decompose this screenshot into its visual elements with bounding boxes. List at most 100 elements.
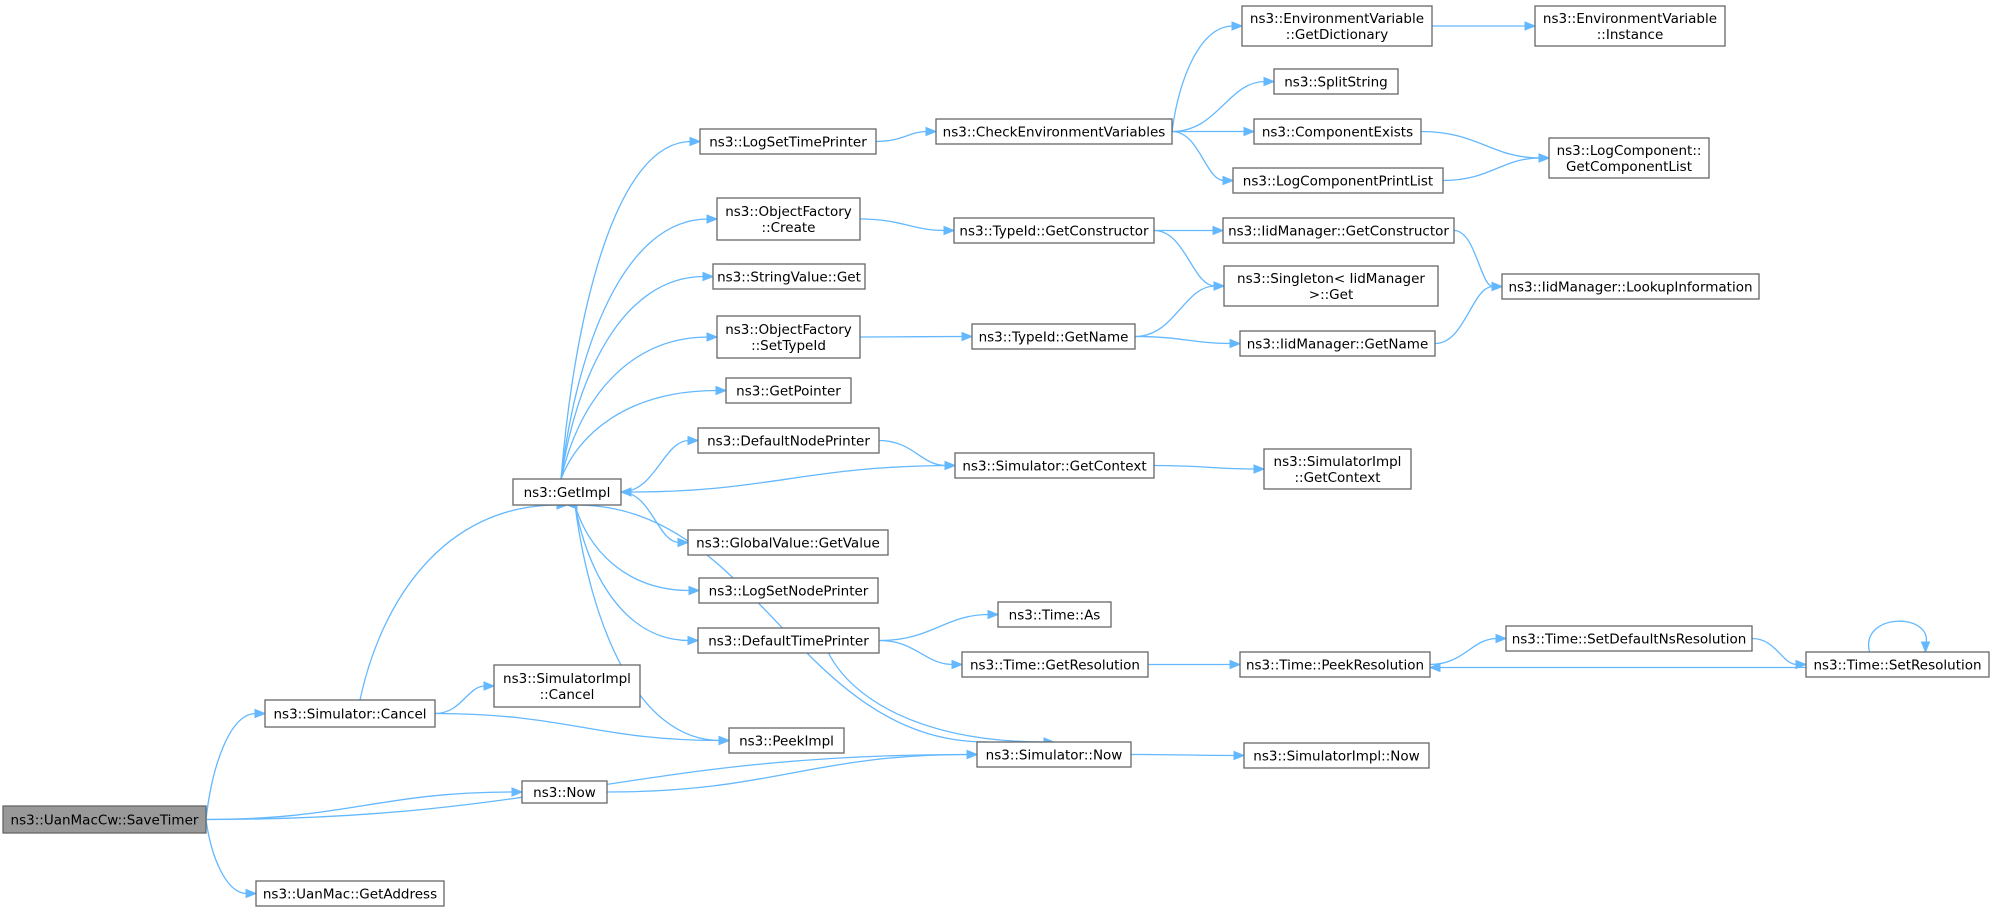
edge-arrowhead <box>1495 633 1508 644</box>
edge-time_getresolution-to-time_peekresolution <box>1148 659 1242 670</box>
edge-typeid_getconstructor-to-iid_getconstructor <box>1154 225 1225 236</box>
node-box <box>697 627 880 654</box>
edge-logsettimeprinter-to-checkenv <box>875 126 938 143</box>
edge-arrowhead <box>951 659 964 670</box>
node-box <box>712 263 866 290</box>
node-of-create[interactable]: ns3::ObjectFactory::Create <box>716 197 861 241</box>
node-logcomponentprintlist[interactable]: ns3::LogComponentPrintList <box>1232 167 1444 194</box>
edge-time_setdefaultnsres-to-time_setresolution <box>1751 637 1808 670</box>
node-stringvalue-get[interactable]: ns3::StringValue::Get <box>712 263 866 290</box>
node-globalvalue-getvalue[interactable]: ns3::GlobalValue::GetValue <box>687 529 889 556</box>
node-time-setresolution[interactable]: ns3::Time::SetResolution <box>1805 651 1990 678</box>
node-label: ns3::ObjectFactory <box>725 322 852 338</box>
node-box <box>697 427 880 454</box>
node-singleton-get[interactable]: ns3::Singleton< IidManager >::Get <box>1223 265 1439 307</box>
edge-arrowhead <box>1243 126 1256 137</box>
node-logcomponent-getlist[interactable]: ns3::LogComponent::GetComponentList <box>1548 137 1710 179</box>
edge-line <box>1453 229 1494 288</box>
edge-getimpl-to-globalvalue_getvalue <box>620 491 690 548</box>
node-time-setdefaultnsres[interactable]: ns3::Time::SetDefaultNsResolution <box>1505 625 1753 652</box>
node-logsetnodeprinter[interactable]: ns3::LogSetNodePrinter <box>698 577 879 604</box>
node-iid-getconstructor[interactable]: ns3::IidManager::GetConstructor <box>1222 217 1455 244</box>
node-envvar-instance[interactable]: ns3::EnvironmentVariable::Instance <box>1534 5 1726 47</box>
node-label: ns3::LogComponentPrintList <box>1243 174 1433 190</box>
node-time-getresolution[interactable]: ns3::Time::GetResolution <box>961 651 1149 678</box>
edge-arrowhead <box>1795 659 1808 670</box>
edge-checkenv-to-componentexists <box>1172 126 1256 137</box>
node-peekimpl[interactable]: ns3::PeekImpl <box>728 727 845 754</box>
node-typeid-getconstructor[interactable]: ns3::TypeId::GetConstructor <box>953 217 1155 244</box>
node-checkenv[interactable]: ns3::CheckEnvironmentVariables <box>935 118 1173 145</box>
edge-arrowhead <box>254 708 267 719</box>
node-logsettimeprinter[interactable]: ns3::LogSetTimePrinter <box>699 128 877 155</box>
edge-getimpl-to-stringvalue_get <box>560 271 715 480</box>
edge-line <box>1153 229 1216 287</box>
node-savetimer[interactable]: ns3::UanMacCw::SaveTimer <box>2 805 207 834</box>
node-label: ns3::SimulatorImpl <box>1274 454 1402 470</box>
node-box <box>1253 118 1422 145</box>
node-getimpl[interactable]: ns3::GetImpl <box>512 478 622 506</box>
edge-line <box>205 819 248 895</box>
edge-line <box>560 336 709 480</box>
node-box <box>961 651 1149 678</box>
edge-line <box>827 652 1046 743</box>
edge-arrowhead <box>1920 641 1931 654</box>
edge-line <box>560 218 709 480</box>
node-label: ::SetTypeId <box>751 338 826 354</box>
edge-sim_now-to-simimpl_now <box>1130 750 1246 761</box>
node-label: ns3::PeekImpl <box>739 734 834 750</box>
node-splitstring[interactable]: ns3::SplitString <box>1273 68 1399 95</box>
edge-line <box>878 639 954 666</box>
edge-logcomponentprintlist-to-logcomponent_getlist <box>1442 153 1551 182</box>
node-label: ns3::Time::SetDefaultNsResolution <box>1512 632 1747 648</box>
node-iid-lookupinfo[interactable]: ns3::IidManager::LookupInformation <box>1501 273 1760 300</box>
node-sim-now[interactable]: ns3::Simulator::Now <box>976 741 1132 768</box>
edge-sim_cancel-to-peekimpl <box>434 712 731 746</box>
node-time-as[interactable]: ns3::Time::As <box>997 601 1112 628</box>
edge-arrowhead <box>966 749 979 760</box>
edge-line <box>1420 130 1541 159</box>
node-box <box>1241 5 1433 47</box>
call-nodes: ns3::UanMacCw::SaveTimer ns3::Simulator::… <box>2 5 1990 907</box>
node-label: ns3::Simulator::Cancel <box>273 707 426 723</box>
node-box <box>1805 651 1990 678</box>
node-uanmac-getaddress[interactable]: ns3::UanMac::GetAddress <box>255 880 445 907</box>
node-now[interactable]: ns3::Now <box>521 780 608 804</box>
node-of-settypeid[interactable]: ns3::ObjectFactory::SetTypeId <box>716 315 861 359</box>
node-sim-getcontext[interactable]: ns3::Simulator::GetContext <box>954 452 1155 479</box>
edge-iid_getname-to-iid_lookupinfo <box>1434 281 1504 345</box>
edge-arrowhead <box>687 635 700 646</box>
edge-line <box>1134 335 1232 345</box>
node-componentexists[interactable]: ns3::ComponentExists <box>1253 118 1422 145</box>
node-typeid-getname[interactable]: ns3::TypeId::GetName <box>971 323 1136 350</box>
node-envvar-getdict[interactable]: ns3::EnvironmentVariable::GetDictionary <box>1241 5 1433 47</box>
node-getpointer[interactable]: ns3::GetPointer <box>725 377 852 404</box>
node-simimpl-now[interactable]: ns3::SimulatorImpl::Now <box>1243 742 1430 769</box>
node-defaulttimeprinter[interactable]: ns3::DefaultTimePrinter <box>697 627 880 654</box>
edge-arrowhead <box>718 735 731 746</box>
edge-line <box>629 464 956 493</box>
edge-savetimer-to-now <box>205 787 524 821</box>
node-simimpl-getcontext[interactable]: ns3::SimulatorImpl::GetContext <box>1263 448 1412 490</box>
edge-line <box>1429 637 1498 666</box>
node-iid-getname[interactable]: ns3::IidManager::GetName <box>1239 330 1436 357</box>
node-defaultnodeprinter[interactable]: ns3::DefaultNodePrinter <box>697 427 880 454</box>
edge-getimpl-to-of_create <box>560 214 719 480</box>
node-simimpl-cancel[interactable]: ns3::SimulatorImpl::Cancel <box>493 664 641 708</box>
edge-sim_getcontext-to-simimpl_getcontext <box>1153 464 1266 474</box>
edge-checkenv-to-logcomponentprintlist <box>1171 130 1235 186</box>
node-box <box>1243 742 1430 769</box>
edge-checkenv-to-splitstring <box>1171 76 1276 133</box>
node-label: ::Instance <box>1597 27 1664 43</box>
edge-line <box>1434 285 1494 345</box>
edge-savetimer-to-uanmac_getaddress <box>205 819 258 899</box>
edge-arrowhead <box>1524 21 1537 31</box>
edge-line <box>1153 464 1256 470</box>
node-label: ns3::IidManager::GetConstructor <box>1228 224 1449 240</box>
node-box <box>976 741 1132 768</box>
node-label: ::GetDictionary <box>1286 27 1388 43</box>
edge-arrowhead <box>687 435 700 446</box>
node-time-peekresolution[interactable]: ns3::Time::PeekResolution <box>1239 651 1431 678</box>
node-sim-cancel[interactable]: ns3::Simulator::Cancel <box>264 699 436 728</box>
